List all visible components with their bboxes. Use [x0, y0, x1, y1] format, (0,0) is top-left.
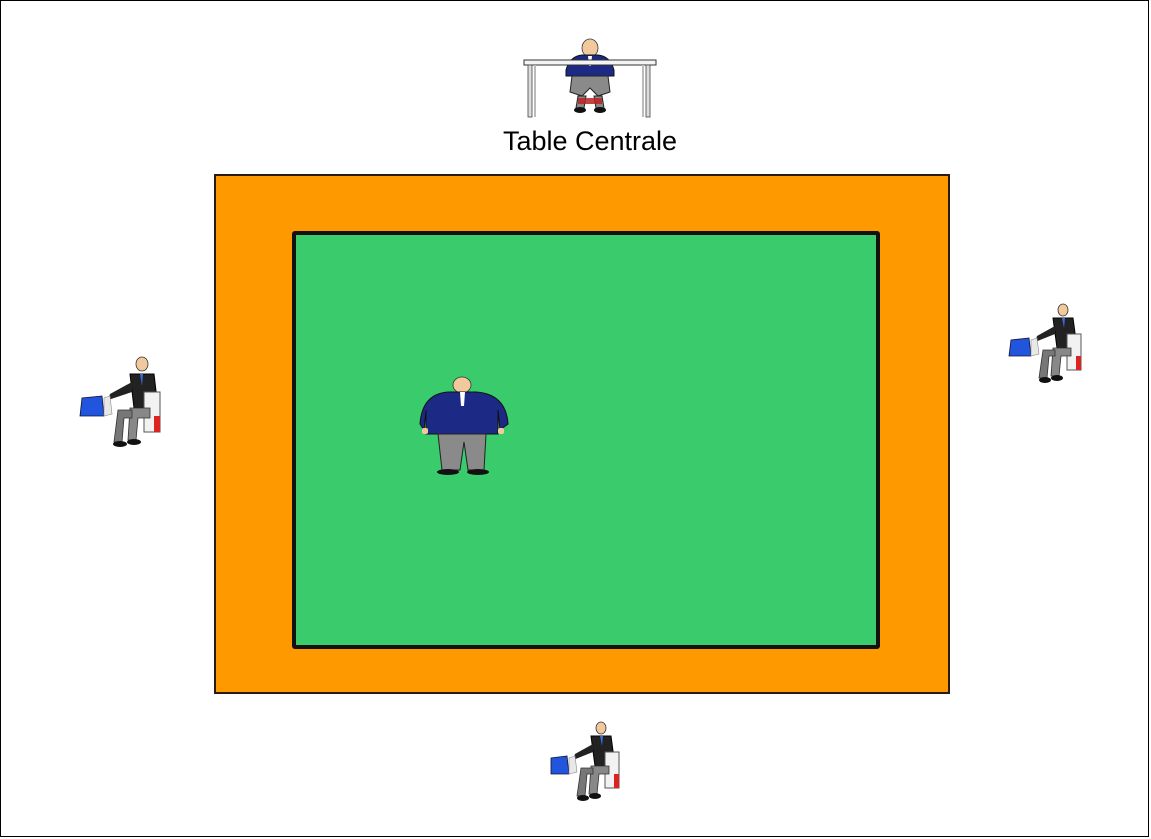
corner-judge-bottom-icon: [549, 716, 639, 816]
central-table-label: Table Centrale: [460, 126, 720, 157]
corner-judge-right-icon: [1005, 298, 1095, 398]
corner-judge-left-icon: [74, 352, 164, 452]
referee-icon: [418, 376, 512, 476]
official-at-desk-icon: [520, 36, 660, 120]
competition-area-inner: [292, 231, 880, 649]
